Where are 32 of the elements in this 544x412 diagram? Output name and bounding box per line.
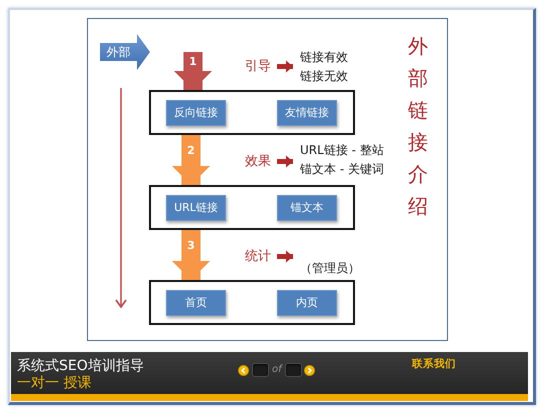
item-box: 友情链接 <box>277 100 337 126</box>
arrow <box>277 156 293 168</box>
arrow <box>277 60 293 72</box>
block-arrow <box>174 52 212 90</box>
contact-heading: 联系我们 <box>412 358 456 370</box>
page-of-text: of <box>272 363 282 377</box>
note-text: 锚文本 - 关键词 <box>300 161 385 178</box>
item-box: URL链接 <box>166 195 226 221</box>
item-box: 内页 <box>277 290 337 316</box>
item-box: 锚文本 <box>277 195 337 221</box>
item-box: 首页 <box>166 290 226 316</box>
step-number: 3 <box>186 238 196 252</box>
note-text: URL链接 - 整站 <box>300 142 385 159</box>
title-text: 外部链接介绍 <box>408 33 428 220</box>
step-label: 效果 <box>245 153 277 170</box>
footer-subtitle: 一对一 授课 <box>17 375 92 391</box>
arrow <box>277 250 293 262</box>
arrow-label: 外部 <box>106 44 132 61</box>
group-box <box>149 280 355 325</box>
step-label: 统计 <box>245 248 277 265</box>
block-arrow <box>172 135 210 185</box>
note-text: （管理员） <box>293 250 367 278</box>
step-number: 1 <box>188 54 198 68</box>
footer-title: 系统式SEO培训指导 <box>17 358 144 374</box>
step-label: 引导 <box>245 58 277 75</box>
note-text: 链接有效 <box>300 49 349 66</box>
step-number: 2 <box>186 144 196 158</box>
group-box <box>149 185 355 230</box>
note-text: 链接无效 <box>300 68 349 85</box>
group-box <box>149 90 355 135</box>
item-box: 反向链接 <box>166 100 226 126</box>
block-arrow <box>172 230 210 280</box>
